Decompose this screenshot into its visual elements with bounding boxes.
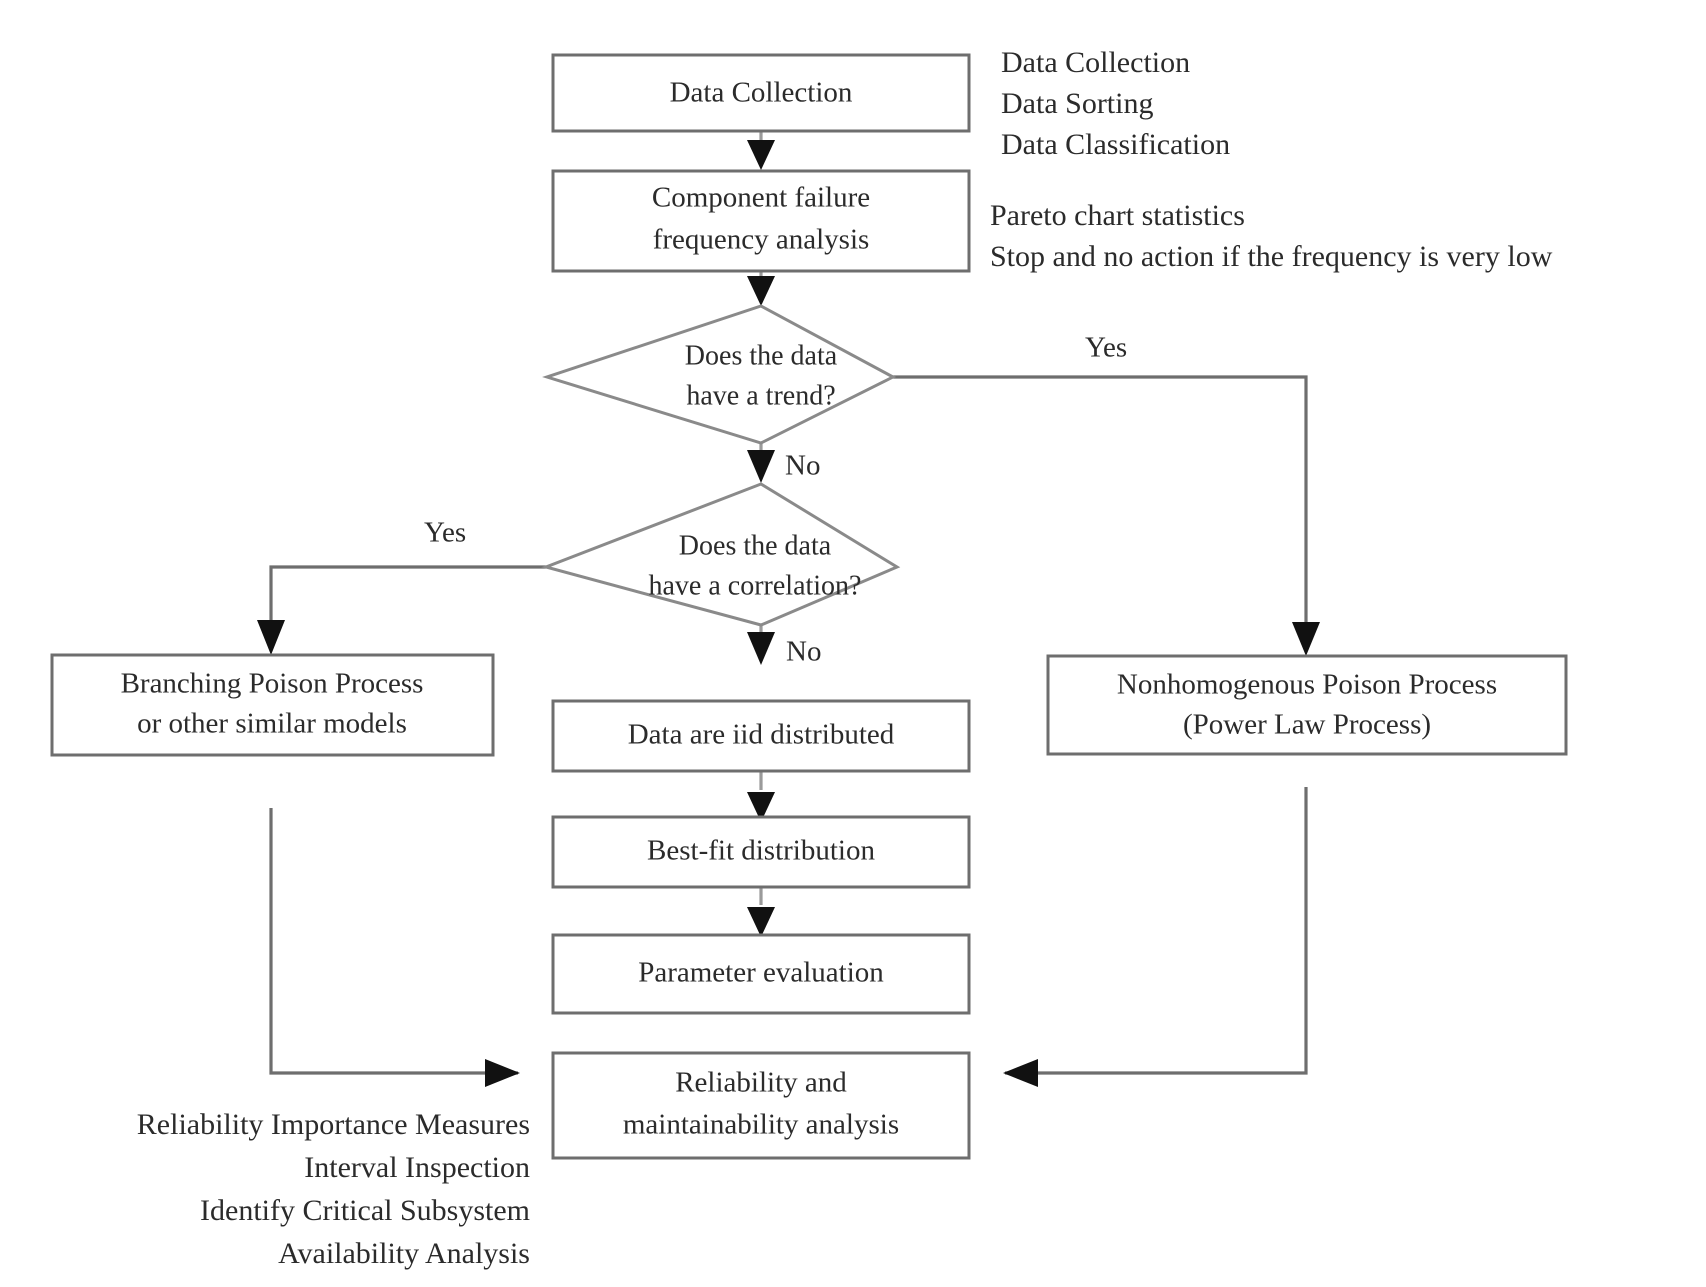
annotation-data-collection-1: Data Sorting — [1001, 87, 1153, 120]
node-best-fit-distribution[interactable]: Best-fit distribution — [551, 815, 971, 889]
edge-correlation-no-to-iid — [747, 625, 775, 665]
node-parameter-evaluation-label: Parameter evaluation — [638, 957, 884, 989]
edge-branching-to-parameter-evaluation — [269, 808, 520, 1087]
node-decision-trend-line2: have a trend? — [686, 380, 835, 411]
node-decision-correlation-line2: have a correlation? — [649, 570, 862, 601]
node-nonhomogenous-poison-process[interactable]: Nonhomogenous Poison Process (Power Law … — [1046, 654, 1568, 756]
edge-label-correlation-no: No — [786, 636, 821, 668]
node-component-failure-analysis[interactable]: Component failure frequency analysis — [551, 169, 971, 273]
annotation-component-failure-1: Stop and no action if the frequency is v… — [990, 240, 1553, 273]
annotation-reliability-outputs-0: Reliability Importance Measures — [137, 1108, 530, 1141]
node-data-collection-label: Data Collection — [670, 77, 853, 109]
node-decision-correlation[interactable]: Does the data have a correlation? — [541, 482, 901, 627]
node-reliability-line1: Reliability and — [675, 1067, 847, 1099]
node-reliability-maintainability[interactable]: Reliability and maintainability analysis — [551, 1051, 971, 1160]
edge-component-failure-to-trend — [747, 271, 775, 306]
edge-nonhomogenous-to-parameter-evaluation — [1003, 787, 1308, 1087]
annotation-component-failure-0: Pareto chart statistics — [990, 199, 1245, 232]
node-parameter-evaluation[interactable]: Parameter evaluation — [551, 933, 971, 1015]
edge-label-correlation-yes: Yes — [424, 517, 466, 549]
annotation-reliability-outputs-1: Interval Inspection — [304, 1151, 530, 1184]
node-branching-poison-line1: Branching Poison Process — [121, 668, 424, 700]
edge-label-trend-no: No — [785, 450, 820, 482]
edge-trend-yes-to-nonhomogenous — [893, 375, 1320, 656]
annotation-component-failure: Pareto chart statistics Stop and no acti… — [990, 199, 1553, 273]
node-component-failure-line1: Component failure — [652, 182, 870, 214]
edge-best-fit-to-parameter-evaluation — [747, 885, 775, 937]
annotation-data-collection: Data Collection Data Sorting Data Classi… — [1001, 46, 1230, 161]
annotation-reliability-outputs-3: Availability Analysis — [278, 1237, 530, 1270]
node-branching-poison-line2: or other similar models — [137, 708, 407, 740]
annotation-data-collection-2: Data Classification — [1001, 128, 1230, 161]
node-nonhomogenous-line2: (Power Law Process) — [1183, 709, 1431, 741]
node-decision-trend[interactable]: Does the data have a trend? — [542, 304, 897, 445]
node-iid-distributed[interactable]: Data are iid distributed — [551, 699, 971, 773]
node-nonhomogenous-line1: Nonhomogenous Poison Process — [1117, 669, 1497, 701]
node-data-collection[interactable]: Data Collection — [551, 53, 971, 133]
node-decision-correlation-line1: Does the data — [679, 530, 832, 561]
annotation-reliability-outputs: Reliability Importance Measures Interval… — [137, 1108, 530, 1270]
annotation-data-collection-0: Data Collection — [1001, 46, 1190, 79]
edge-data-collection-to-component-failure — [747, 131, 775, 170]
node-branching-poison-process[interactable]: Branching Poison Process or other simila… — [50, 653, 495, 757]
edge-trend-no-to-correlation — [747, 443, 775, 483]
node-reliability-line2: maintainability analysis — [623, 1109, 899, 1141]
node-best-fit-label: Best-fit distribution — [647, 835, 875, 867]
edge-correlation-yes-to-branching — [257, 565, 546, 655]
edge-label-trend-yes: Yes — [1085, 332, 1127, 364]
edge-iid-to-best-fit — [747, 770, 775, 822]
annotation-reliability-outputs-2: Identify Critical Subsystem — [200, 1194, 530, 1227]
node-component-failure-line2: frequency analysis — [653, 224, 870, 256]
node-iid-distributed-label: Data are iid distributed — [628, 719, 895, 751]
node-decision-trend-line1: Does the data — [685, 340, 838, 371]
